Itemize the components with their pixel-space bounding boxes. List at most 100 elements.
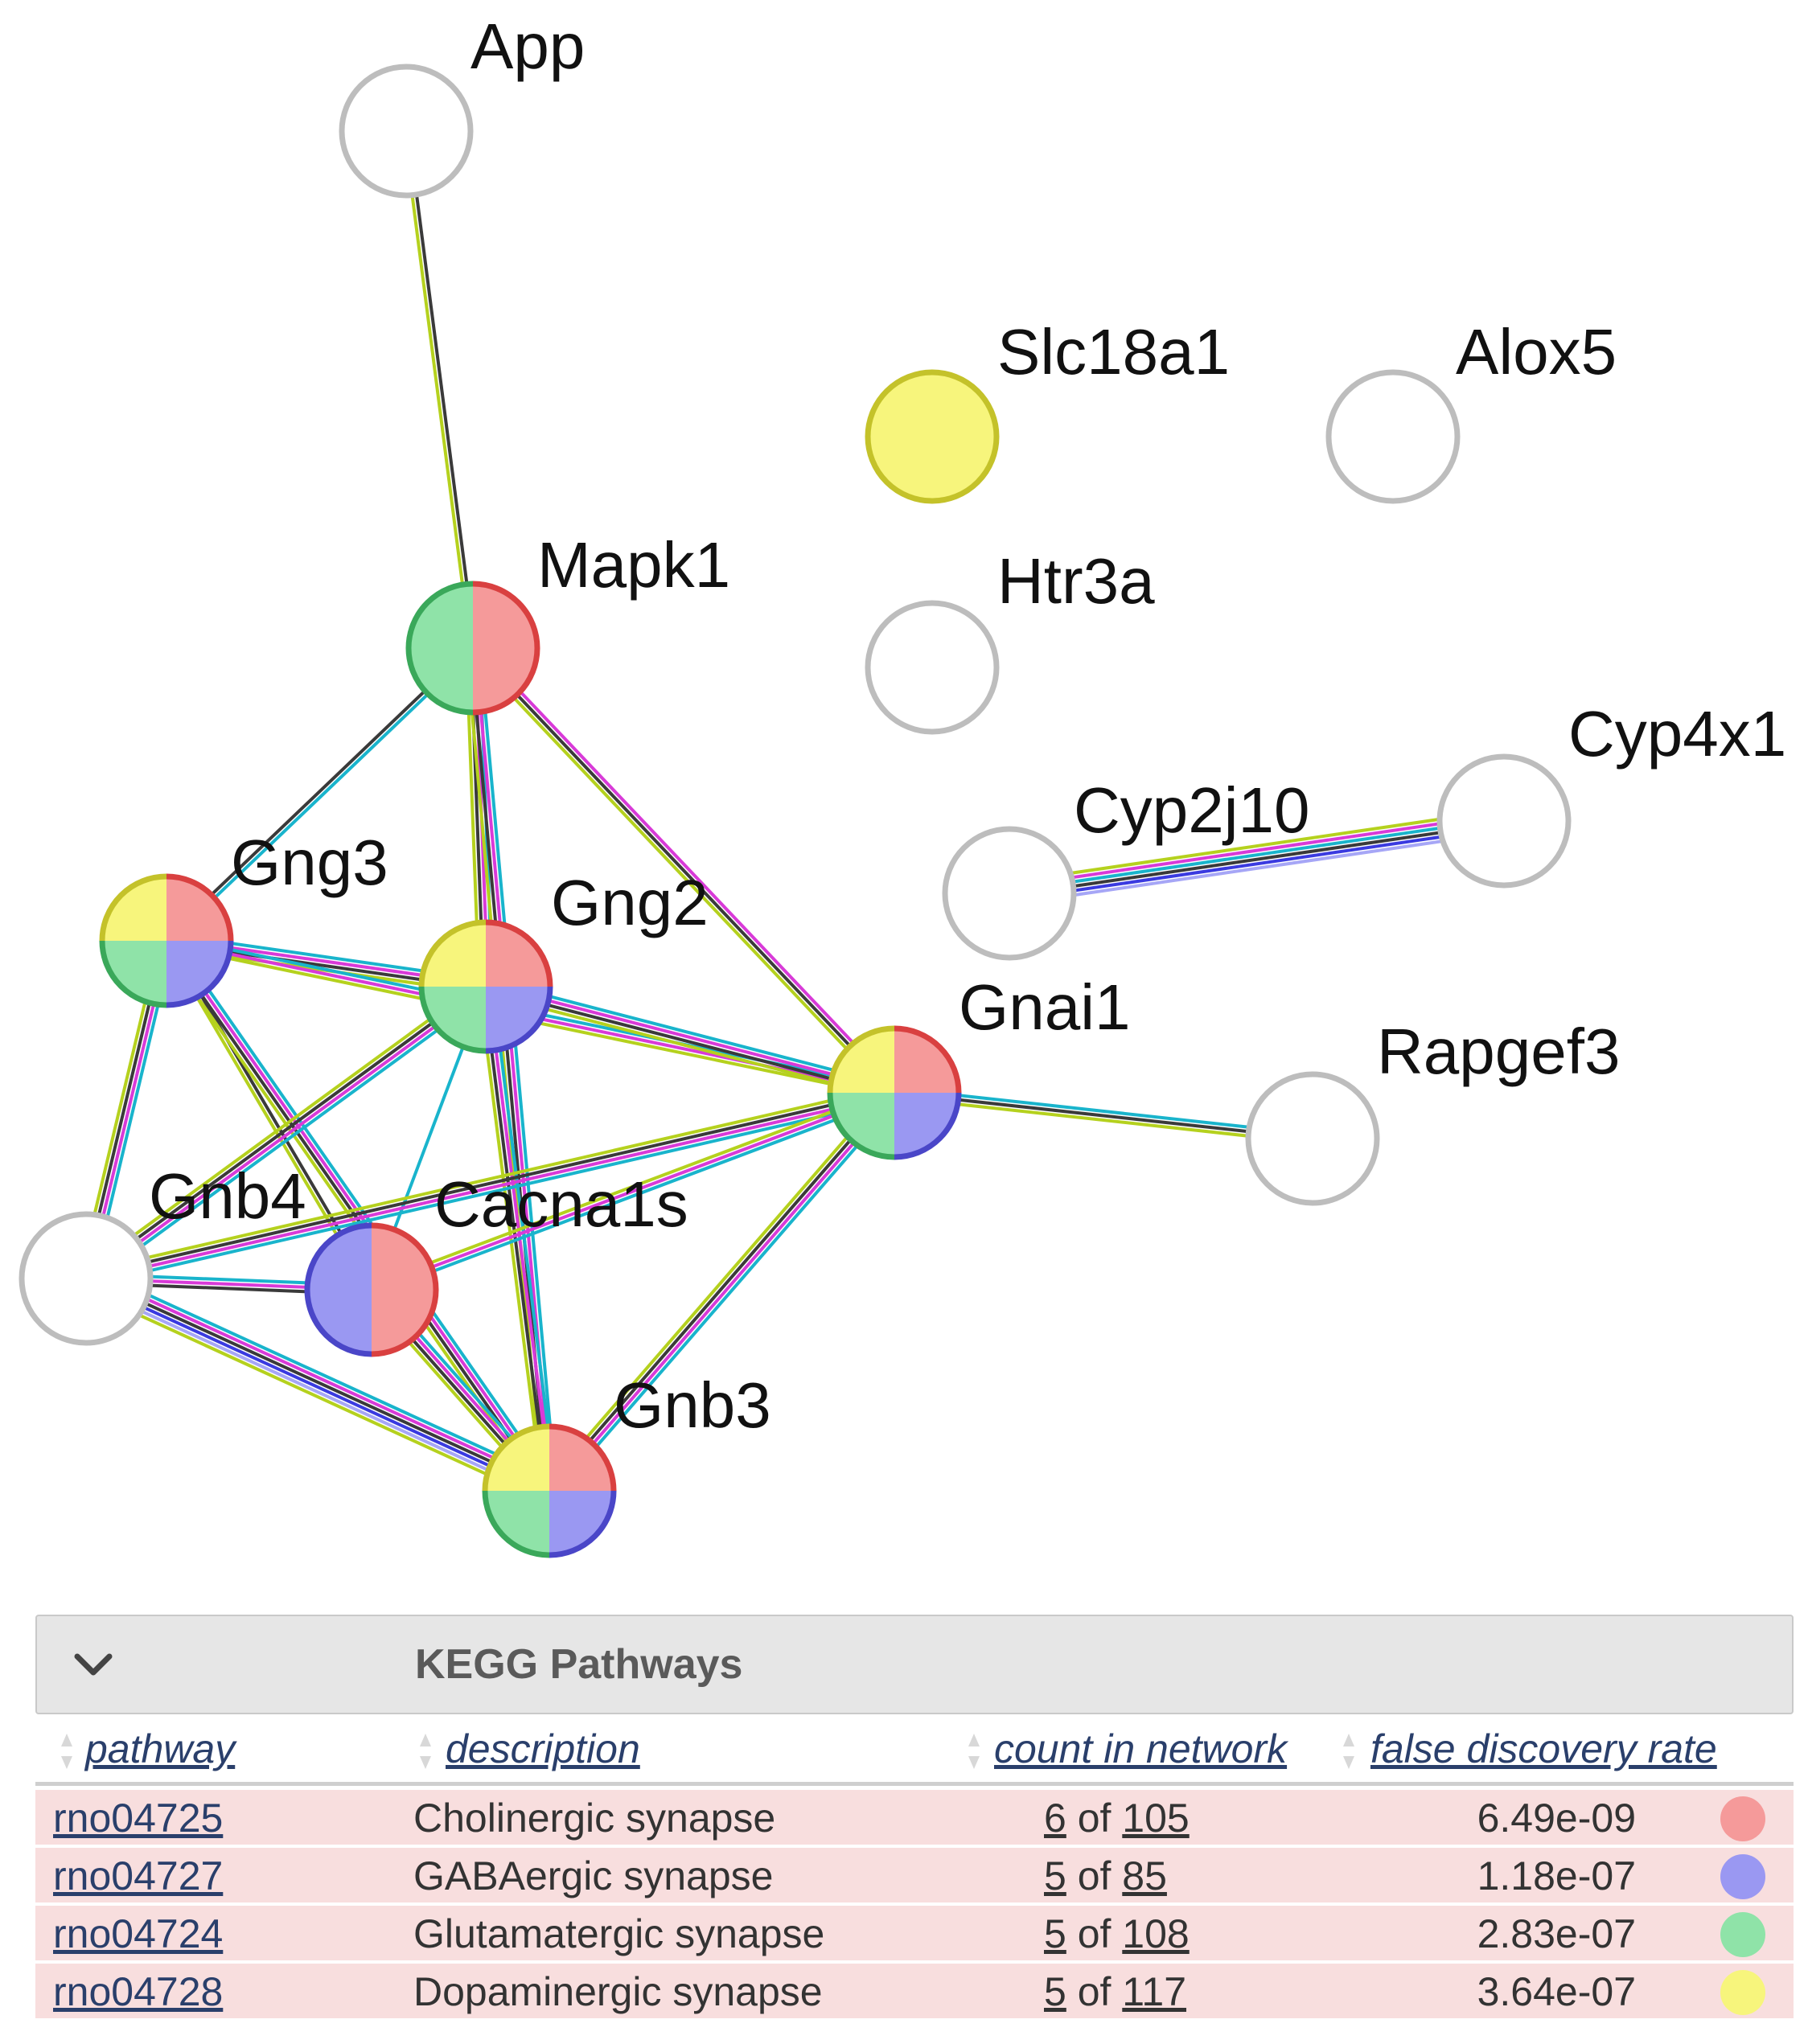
sort-icon[interactable] <box>967 1729 981 1774</box>
node-rapgef3[interactable] <box>1245 1071 1380 1206</box>
node-gng3[interactable] <box>99 873 234 1008</box>
pathway-color-dot[interactable] <box>1720 1796 1765 1841</box>
node-label-mapk1: Mapk1 <box>537 529 730 601</box>
edge-cyp2j10-cyp4x1[interactable] <box>1007 808 1506 906</box>
column-header-count[interactable]: count in network <box>994 1726 1288 1771</box>
count-link[interactable]: 5 <box>1044 1853 1066 1898</box>
node-segment-red <box>166 876 231 941</box>
node-fill <box>1440 757 1568 885</box>
edge-gng2-gnb4[interactable] <box>80 979 491 1286</box>
node-label-gnb4: Gnb4 <box>149 1160 306 1232</box>
column-header-pathway[interactable]: pathway <box>85 1726 236 1771</box>
column-header-description[interactable]: description <box>446 1726 640 1771</box>
total-link[interactable]: 85 <box>1122 1853 1167 1898</box>
edge-gnai1-gnb3[interactable] <box>543 1087 901 1496</box>
count-link[interactable]: 5 <box>1044 1911 1066 1956</box>
node-cyp4x1[interactable] <box>1436 753 1572 889</box>
edge-line-cyan <box>87 1098 897 1287</box>
node-slc18a1[interactable] <box>865 369 1000 504</box>
node-border-yellow <box>482 1423 550 1492</box>
pathway-color-dot[interactable] <box>1720 1912 1765 1957</box>
sort-icon[interactable] <box>60 1729 74 1774</box>
pathway-id-link[interactable]: rno04724 <box>53 1911 224 1956</box>
node-mapk1[interactable] <box>405 581 540 716</box>
node-htr3a[interactable] <box>865 600 1000 735</box>
node-fill <box>1329 372 1457 501</box>
node-gng2[interactable] <box>418 919 553 1054</box>
edge-gnb4-gnb3[interactable] <box>80 1266 555 1503</box>
node-border-red <box>485 919 553 987</box>
node-segment-blue <box>307 1225 372 1354</box>
pathway-description: Glutamatergic synapse <box>413 1911 825 1956</box>
edge-line-magenta <box>86 987 488 1282</box>
pathway-id-link[interactable]: rno04725 <box>53 1796 224 1841</box>
node-app[interactable] <box>339 64 474 199</box>
edge-gng2-gnai1[interactable] <box>483 979 897 1101</box>
pathway-id-link[interactable]: rno04727 <box>53 1853 224 1898</box>
kegg-pathways-panel: KEGG Pathways pathway description count … <box>35 1615 1794 2034</box>
edge-line-lime <box>84 1085 894 1274</box>
edge-line-black <box>471 646 896 1094</box>
edge-gnai1-cacna1s[interactable] <box>369 1086 897 1296</box>
count-link[interactable]: 5 <box>1044 1969 1066 2014</box>
pathway-id-link[interactable]: rno04728 <box>53 1969 224 2014</box>
node-border <box>339 64 474 199</box>
sort-icon[interactable] <box>418 1729 433 1774</box>
node-segment-red <box>473 584 537 712</box>
total-link[interactable]: 108 <box>1122 1911 1190 1956</box>
node-gnb4[interactable] <box>18 1211 154 1346</box>
edge-mapk1-gng3[interactable] <box>163 645 476 944</box>
header-divider <box>35 1782 1794 1786</box>
count-of-text: of <box>1066 1969 1123 2014</box>
node-label-app: App <box>470 10 585 82</box>
node-border-blue <box>166 940 234 1008</box>
node-gnai1[interactable] <box>827 1025 962 1160</box>
node-alox5[interactable] <box>1325 369 1461 504</box>
edge-line-magenta <box>1008 812 1504 889</box>
node-segment-red <box>549 1426 614 1491</box>
sort-icon[interactable] <box>1342 1729 1356 1774</box>
false-discovery-rate: 1.18e-07 <box>1477 1853 1636 1898</box>
node-segment-green <box>421 987 486 1051</box>
edge-line-black <box>86 1274 551 1491</box>
node-segment-green <box>830 1093 894 1157</box>
count-link[interactable]: 6 <box>1044 1796 1066 1841</box>
node-cyp2j10[interactable] <box>942 826 1077 961</box>
node-border-red <box>371 1222 439 1357</box>
node-border-blue <box>304 1222 372 1357</box>
total-link[interactable]: 105 <box>1122 1796 1190 1841</box>
pathway-color-dot[interactable] <box>1720 1970 1765 2015</box>
node-border-green <box>482 1490 550 1558</box>
kegg-panel-header[interactable]: KEGG Pathways <box>35 1615 1794 1714</box>
node-border-red <box>549 1423 617 1492</box>
node-cacna1s[interactable] <box>304 1222 439 1357</box>
edge-line-black <box>1009 821 1505 897</box>
pathway-color-dot[interactable] <box>1720 1854 1765 1899</box>
edge-line-lime <box>80 979 483 1274</box>
edge-app-mapk1[interactable] <box>402 130 477 649</box>
edge-line-cyan <box>553 1096 901 1496</box>
node-border-blue <box>485 986 553 1054</box>
node-segment-blue <box>166 941 231 1005</box>
edge-line-black <box>163 645 473 941</box>
node-border-green <box>827 1092 895 1160</box>
node-segment-blue <box>486 987 550 1051</box>
chevron-down-icon[interactable] <box>69 1640 117 1689</box>
node-segment-red <box>486 922 550 987</box>
edge-mapk1-gnai1[interactable] <box>468 643 899 1098</box>
total-link[interactable]: 117 <box>1122 1969 1187 2014</box>
edge-line-cyan <box>894 1086 1313 1136</box>
node-segment-green <box>102 941 166 1005</box>
edge-line-magenta <box>475 643 899 1091</box>
node-gnb3[interactable] <box>482 1423 617 1558</box>
column-header-fdr[interactable]: false discovery rate <box>1370 1726 1717 1771</box>
edge-gnai1-rapgef3[interactable] <box>894 1086 1313 1145</box>
edge-gnai1-gnb4[interactable] <box>84 1085 897 1287</box>
node-segment-yellow <box>485 1426 549 1491</box>
node-fill <box>22 1214 150 1343</box>
